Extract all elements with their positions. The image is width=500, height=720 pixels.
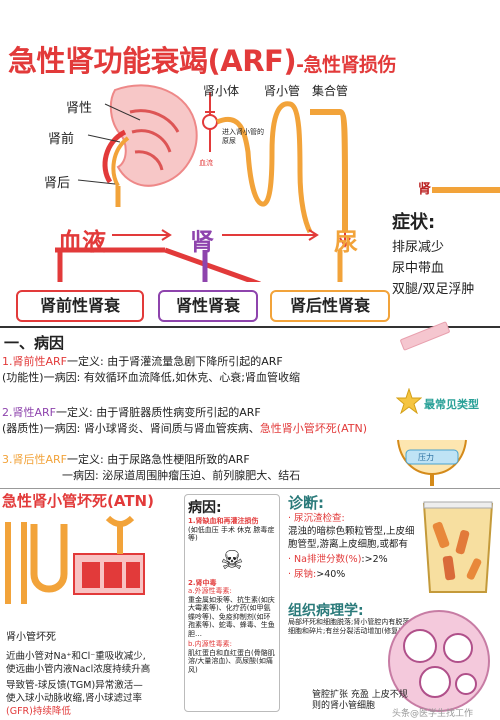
tubule-note: 进入肾小管的原尿 (222, 128, 264, 145)
prerenal-def-label: 一定义: (67, 355, 104, 368)
bladder-pressure-diagram (397, 439, 467, 486)
exo-title: a.外源性毒素: (188, 587, 232, 595)
header-collecting-duct: 集合管 (312, 84, 349, 98)
diag-body: >40% (316, 569, 346, 580)
header-tubule: 肾小管 (264, 84, 301, 98)
atn-notes: 近曲小管对Na⁺和Cl⁻重吸收减少, 使远曲小管内液Nacl浓度持续升高 导致管… (6, 650, 182, 718)
box-postrenal: 肾后性肾衰 (270, 290, 390, 322)
atn-note: 使远曲小管内液Nacl浓度持续升高 (6, 664, 151, 675)
prerenal-block: 1.肾前性ARF一定义: 由于肾灌流量急剧下降所引起的ARF (功能性)一病因:… (2, 354, 482, 386)
renal-def-label: 一定义: (56, 406, 93, 419)
pressure-label: 压力 (418, 453, 434, 462)
renal-num: 2. (2, 406, 13, 419)
tubule-necrosis-illustration (5, 515, 145, 604)
diag-body: :>2% (361, 554, 388, 565)
pathology-body: 局部坏死和细胞脱落;肾小管腔内有脱落细胞和碎片;有丝分裂活动增加(修复) (288, 618, 410, 635)
box-renal: 肾性肾衰 (158, 290, 258, 322)
renal-def: 由于肾脏器质性病变所引起的ARF (96, 406, 261, 419)
prerenal-type: (功能性) (2, 371, 44, 384)
prerenal-cause-label: 一病因: (43, 371, 81, 384)
symptom-item: 尿中带血 (392, 261, 445, 276)
kidney-nephron-diagram (55, 84, 500, 282)
renal-block: 2.肾性ARF一定义: 由于肾脏器质性病变所引起的ARF (器质性)一病因: 肾… (2, 405, 500, 437)
diag-label: · Na排泄分数(%) (288, 554, 362, 565)
flow-kidney: 肾 (190, 228, 214, 256)
prerenal-name: 肾前性ARF (12, 355, 68, 368)
header-glomerulus: 肾小体 (203, 84, 240, 98)
pathology-caption: 管腔扩张 充盈 上皮不规则的肾小管细胞 (312, 690, 408, 711)
atn-note: 近曲小管对Na⁺和Cl⁻重吸收减少, (6, 651, 146, 662)
prerenal-def: 由于肾灌流量急剧下降所引起的ARF (107, 355, 283, 368)
symptoms-title: 症状: (392, 212, 436, 233)
necrosis-label: 肾小管坏死 (6, 632, 56, 643)
diagnosis-title: 诊断: (288, 494, 324, 512)
cause-item1-body: (如低血压 手术 休克 脓毒症等) (188, 525, 275, 543)
watermark: 头条@医学生找工作 (392, 709, 474, 719)
atn-note: 导致管-球反馈(TGM)异常激活— (6, 680, 143, 691)
prerenal-cause: 有效循环血流降低,如休克、心衰;肾血管收缩 (83, 371, 301, 384)
atn-note: (GFR)持续降低 (6, 706, 71, 717)
title-sub: -急性肾损伤 (296, 54, 396, 76)
flow-urine: 尿 (334, 228, 358, 256)
etiology-heading: 一、病因 (4, 334, 65, 352)
flow-blood: 血液 (58, 228, 106, 256)
histology-illustration (388, 610, 490, 712)
diag-body: 混浊的暗棕色颗粒管型,上皮细胞管型,游离上皮细胞,或都有 (288, 526, 415, 550)
renal-name: 肾性ARF (12, 406, 57, 419)
diag-label: · 尿钠: (288, 569, 317, 580)
symptom-item: 排尿减少 (392, 240, 445, 255)
cause-box: 病因: 1.肾缺血和再灌注损伤 (如低血压 手术 休克 脓毒症等) ☠ 2.肾中… (184, 494, 280, 712)
page-title: 急性肾功能衰竭(ARF)-急性肾损伤 (8, 38, 396, 80)
exo-body: 重金属如汞等、抗生素(如庆大霉素等)、化疗药(如甲氨蝶呤等)、免疫抑制剂(如环孢… (188, 595, 275, 638)
kidney-illustration (109, 84, 198, 187)
urine-sample-cup (422, 501, 494, 593)
box-prerenal: 肾前性肾衰 (16, 290, 144, 322)
endo-body: 肌红蛋白和血红蛋白(骨骼肌溶/大量溶血)、高尿酸(如痛风) (188, 648, 275, 674)
symptoms-block: 症状: 排尿减少 尿中带血 双腿/双足浮肿 (392, 208, 474, 297)
star-note: 最常见类型 (424, 398, 479, 411)
postrenal-block: 3.肾后性ARF一定义: 由于尿路急性梗阻所致的ARF 一病因: 泌尿道周围肿瘤… (2, 452, 422, 484)
postrenal-cause-label: 一病因: (62, 469, 99, 482)
postrenal-cause: 泌尿道周围肿瘤压迫、前列腺肥大、结石 (102, 469, 301, 482)
postrenal-def-label: 一定义: (67, 453, 104, 466)
pathology-title: 组织病理学: (288, 603, 364, 619)
atn-title: 急性肾小管坏死(ATN) (2, 492, 154, 510)
divider (0, 326, 500, 328)
label-prerenal: 肾前 (48, 132, 75, 147)
cause-item2-title: 2.肾中毒 (188, 578, 217, 587)
postrenal-name: 肾后性ARF (12, 453, 68, 466)
renal-cause-label: 一病因: (43, 422, 81, 435)
divider (0, 488, 500, 489)
renal-cause-highlight: 急性肾小管坏死(ATN) (259, 422, 368, 435)
endo-title: b.内源性毒素: (188, 640, 233, 648)
postrenal-def: 由于尿路急性梗阻所致的ARF (107, 453, 250, 466)
postrenal-num: 3. (2, 453, 13, 466)
diag-label: · 尿沉渣检查: (288, 513, 345, 524)
renal-cause: 肾小球肾炎、肾间质与肾血管疾病、 (83, 422, 260, 435)
diagnosis-list: · 尿沉渣检查: 混浊的暗棕色颗粒管型,上皮细胞管型,游离上皮细胞,或都有 · … (288, 512, 416, 581)
blood-flow-label: 血流 (199, 159, 213, 167)
cause-title: 病因: (188, 500, 222, 516)
star-icon (396, 388, 422, 414)
prerenal-num: 1. (2, 355, 13, 368)
atn-note: 使入球小动脉收缩,肾小球滤过率 (6, 693, 143, 704)
partial-label: 肾 (418, 182, 432, 197)
skull-icon: ☠ (220, 545, 244, 576)
symptom-item: 双腿/双足浮肿 (392, 282, 475, 297)
renal-type: (器质性) (2, 422, 44, 435)
label-postrenal: 肾后 (44, 176, 71, 191)
title-main: 急性肾功能衰竭(ARF) (8, 44, 297, 78)
label-renal: 肾性 (66, 101, 93, 116)
cause-item1-title: 1.肾缺血和再灌注损伤 (188, 517, 259, 525)
